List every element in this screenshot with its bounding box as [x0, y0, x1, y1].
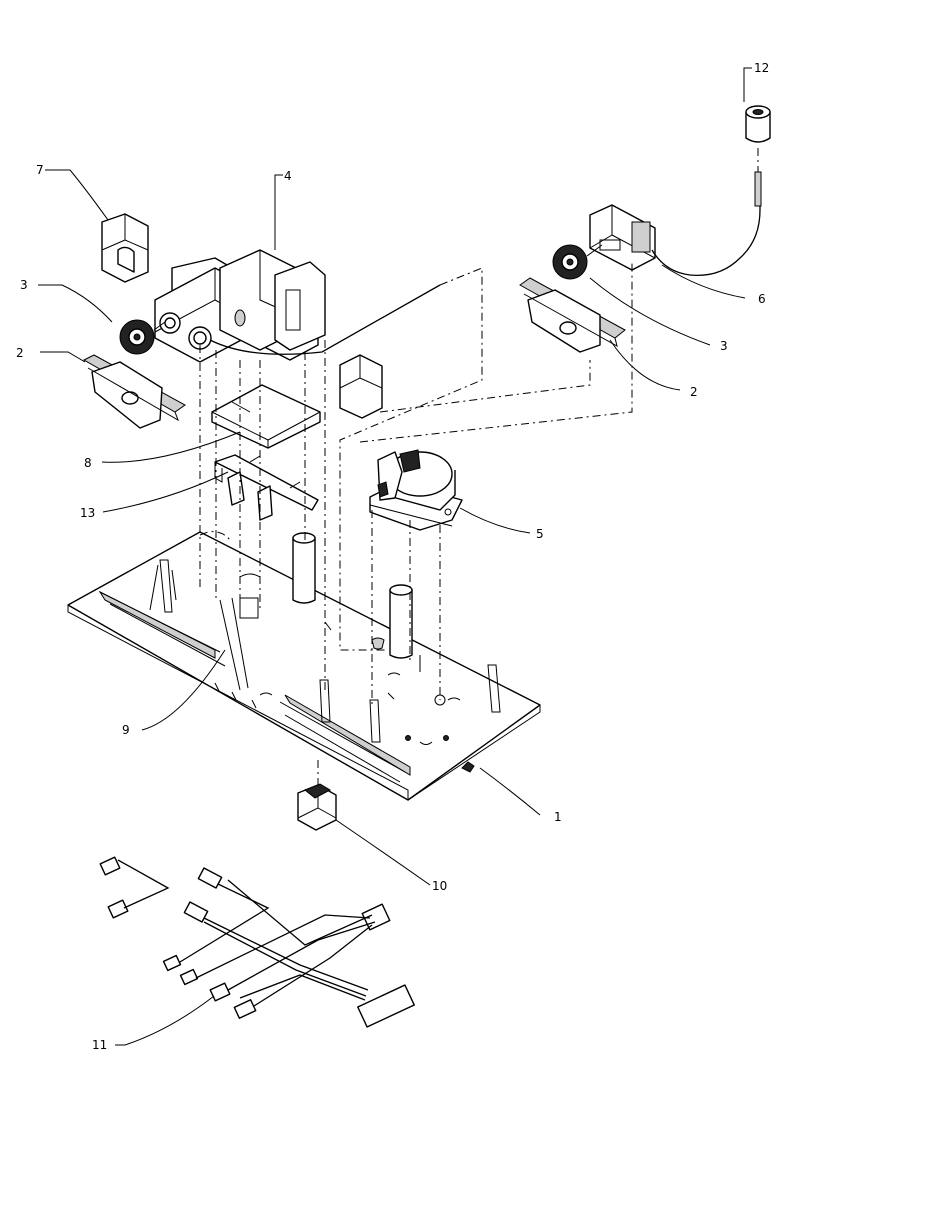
part-8-insulation-pad: [211, 384, 321, 449]
callout-6: 6: [758, 292, 766, 306]
callout-7: 7: [36, 163, 44, 177]
callout-11: 11: [92, 1038, 107, 1052]
part-2-damper-rack-right: [519, 277, 626, 353]
part-10-switch: [297, 783, 337, 831]
part-3-gear-left: [119, 319, 166, 355]
part-5-damper-assembly: [369, 449, 463, 531]
callout-3-right: 3: [720, 339, 728, 353]
assembly-alignment-lines: [199, 262, 633, 790]
part-11-wiring-harness: [99, 856, 415, 1028]
callout-2-left: 2: [16, 346, 24, 360]
part-7-insulation-block: [101, 213, 149, 283]
part-6-thermostat-control: [589, 175, 761, 277]
callout-13: 13: [80, 506, 95, 520]
part-2-damper-rack-left: [82, 354, 186, 429]
part-3-gear-right: [552, 244, 603, 280]
leader-lines: [38, 67, 752, 1046]
callout-5: 5: [536, 527, 544, 541]
part-13-duct-bracket: [214, 454, 319, 521]
callout-labels: 1 2 2 3 3 4 5 6 7 8 9 10 11 12 13: [16, 61, 769, 1052]
part-1-base-plate: [67, 531, 541, 801]
callout-4: 4: [284, 169, 292, 183]
callout-1: 1: [554, 810, 562, 824]
part-4-fan-motor: [154, 249, 441, 363]
callout-2-right: 2: [690, 385, 698, 399]
callout-9: 9: [122, 723, 130, 737]
callout-12: 12: [754, 61, 769, 75]
callout-3-left: 3: [20, 278, 28, 292]
callout-10: 10: [432, 879, 447, 893]
part-12-sensor-cap: [745, 105, 771, 207]
callout-8: 8: [84, 456, 92, 470]
foam-block-mount: [339, 354, 383, 419]
